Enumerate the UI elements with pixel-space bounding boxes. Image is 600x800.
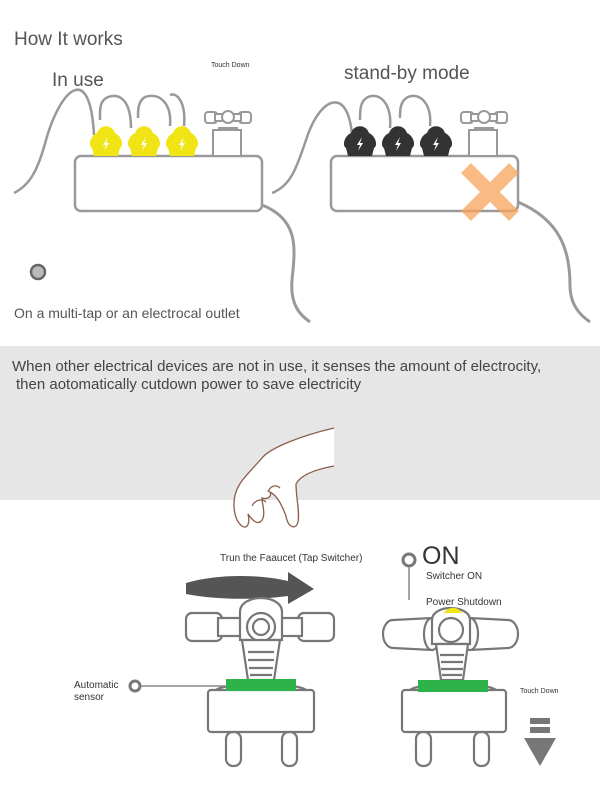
active-plug-1 xyxy=(89,126,123,156)
arrow-down-icon xyxy=(524,718,556,766)
hand-icon xyxy=(233,427,335,528)
multitap-standby xyxy=(271,94,591,324)
label-on: ON xyxy=(422,542,460,570)
label-outlet: On a multi-tap or an electrocal outlet xyxy=(14,305,240,321)
label-automatic-sensor: Automatic sensor xyxy=(74,680,118,704)
faucet-plug-right xyxy=(381,606,520,768)
description-line-2: then aotomatically cutdown power to save… xyxy=(16,376,362,393)
label-touch-down-top: Touch Down xyxy=(211,62,250,69)
indicator-dot-icon xyxy=(29,263,47,281)
faucet-plug-left xyxy=(184,596,336,768)
on-indicator-icon xyxy=(401,552,417,568)
multitap-in-use xyxy=(13,88,311,324)
description-line-1: When other electrical devices are not in… xyxy=(12,358,542,375)
label-power-shutdown: Power Shutdown xyxy=(426,597,502,608)
faucet-plug-small xyxy=(204,110,252,157)
label-switcher-on: Switcher ON xyxy=(426,571,483,582)
cross-icon xyxy=(461,163,519,221)
active-plug-3 xyxy=(165,126,199,156)
arrow-right-icon xyxy=(186,572,314,604)
label-in-use: In use xyxy=(52,70,104,91)
active-plug-2 xyxy=(127,126,161,156)
label-standby: stand-by mode xyxy=(344,63,470,84)
standby-plug-3 xyxy=(419,126,453,156)
label-automatic: Automatic xyxy=(74,680,119,691)
faucet-plug-small-standby xyxy=(460,110,508,157)
sensor-light-left xyxy=(226,679,296,691)
standby-plug-2 xyxy=(381,126,415,156)
label-turn-faucet: Trun the Faaucet (Tap Switcher) xyxy=(220,553,363,564)
power-light xyxy=(444,607,462,613)
page-title: How It works xyxy=(14,29,123,50)
description: When other electrical devices are not in… xyxy=(12,358,600,394)
label-sensor: sensor xyxy=(74,692,105,703)
label-touch-down-bottom: Touch Down xyxy=(520,688,559,695)
standby-plug-1 xyxy=(343,126,377,156)
sensor-indicator-icon xyxy=(128,679,142,693)
sensor-light-right xyxy=(418,680,488,692)
